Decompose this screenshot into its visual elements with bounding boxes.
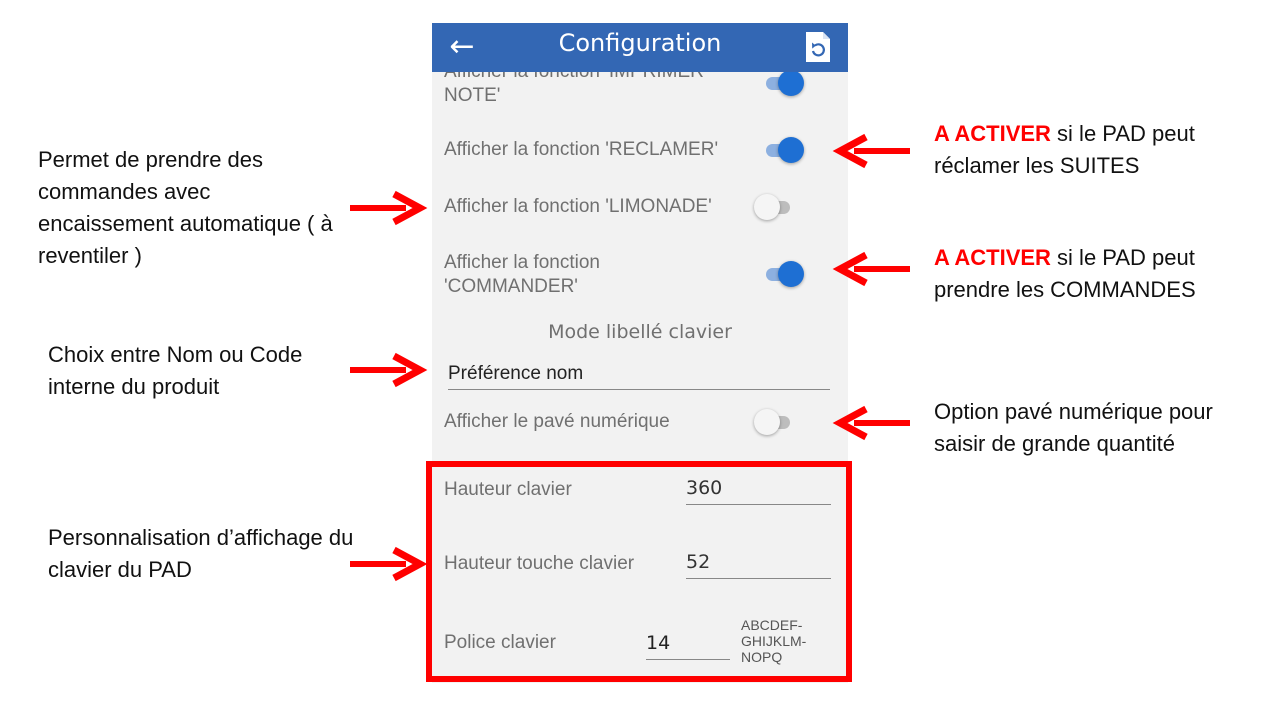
toggle-commander[interactable] bbox=[764, 261, 804, 287]
restore-button[interactable] bbox=[804, 30, 832, 64]
hauteur-clavier-input[interactable]: 360 bbox=[686, 476, 831, 505]
police-preview: ABCDEF-GHIJKLM-NOPQ bbox=[741, 617, 807, 665]
annotation-limonade: Permet de prendre des commandes avec enc… bbox=[38, 147, 333, 268]
section-header-mode: Mode libellé clavier bbox=[548, 321, 732, 343]
toggle-reclamer[interactable] bbox=[764, 137, 804, 163]
arrow-left-icon: ← bbox=[449, 29, 475, 64]
annotation-highlight: A ACTIVER bbox=[934, 121, 1051, 146]
back-button[interactable]: ← bbox=[442, 29, 482, 65]
police-clavier-input[interactable]: 14 bbox=[646, 631, 730, 660]
setting-label: Afficher la fonction 'RECLAMER' bbox=[444, 139, 719, 160]
toggle-pave-numerique[interactable] bbox=[754, 409, 794, 435]
arrow-left-icon bbox=[832, 133, 910, 169]
setting-reclamer[interactable]: Afficher la fonction 'RECLAMER' bbox=[432, 135, 848, 165]
annotation-clavier: Personnalisation d’affichage du clavier … bbox=[48, 525, 354, 582]
mode-libelle-select[interactable]: Préférence nom bbox=[448, 361, 830, 390]
setting-pave-numerique[interactable]: Afficher le pavé numérique bbox=[432, 409, 848, 439]
annotation-highlight: A ACTIVER bbox=[934, 245, 1051, 270]
arrow-right-icon bbox=[350, 190, 428, 226]
annotation-mode: Choix entre Nom ou Code interne du produ… bbox=[48, 342, 303, 399]
toggle-imprimer-note[interactable] bbox=[764, 70, 804, 96]
police-clavier-label: Police clavier bbox=[444, 632, 556, 653]
annotation-pave: Option pavé numérique pour saisir de gra… bbox=[934, 399, 1213, 456]
arrow-right-icon bbox=[350, 546, 428, 582]
toggle-limonade[interactable] bbox=[754, 194, 794, 220]
mode-libelle-value: Préférence nom bbox=[448, 363, 584, 384]
app-bar: ← Configuration bbox=[432, 23, 848, 72]
annotation-commander: A ACTIVER si le PAD peut prendre les COM… bbox=[934, 242, 1224, 306]
arrow-left-icon bbox=[832, 251, 910, 287]
hauteur-clavier-label: Hauteur clavier bbox=[444, 479, 572, 500]
restore-document-icon bbox=[806, 32, 830, 62]
annotation-reclamer: A ACTIVER si le PAD peut réclamer les SU… bbox=[934, 118, 1224, 182]
annotation-text: si le PAD peut prendre les COMMANDES bbox=[934, 245, 1196, 302]
setting-label: Afficher la fonction 'LIMONADE' bbox=[444, 196, 712, 217]
annotation-text: si le PAD peut réclamer les SUITES bbox=[934, 121, 1195, 178]
arrow-right-icon bbox=[350, 352, 428, 388]
settings-screen: ← Configuration Afficher la fonction 'IM… bbox=[432, 23, 848, 683]
page-title: Configuration bbox=[558, 29, 722, 57]
arrow-left-icon bbox=[832, 405, 910, 441]
hauteur-touche-label: Hauteur touche clavier bbox=[444, 553, 635, 574]
setting-limonade[interactable]: Afficher la fonction 'LIMONADE' bbox=[432, 192, 848, 222]
setting-label: Afficher la fonction 'COMMANDER' bbox=[444, 252, 600, 297]
setting-commander[interactable]: Afficher la fonction 'COMMANDER' bbox=[432, 251, 848, 301]
hauteur-touche-input[interactable]: 52 bbox=[686, 550, 831, 579]
setting-label: Afficher le pavé numérique bbox=[444, 411, 670, 432]
